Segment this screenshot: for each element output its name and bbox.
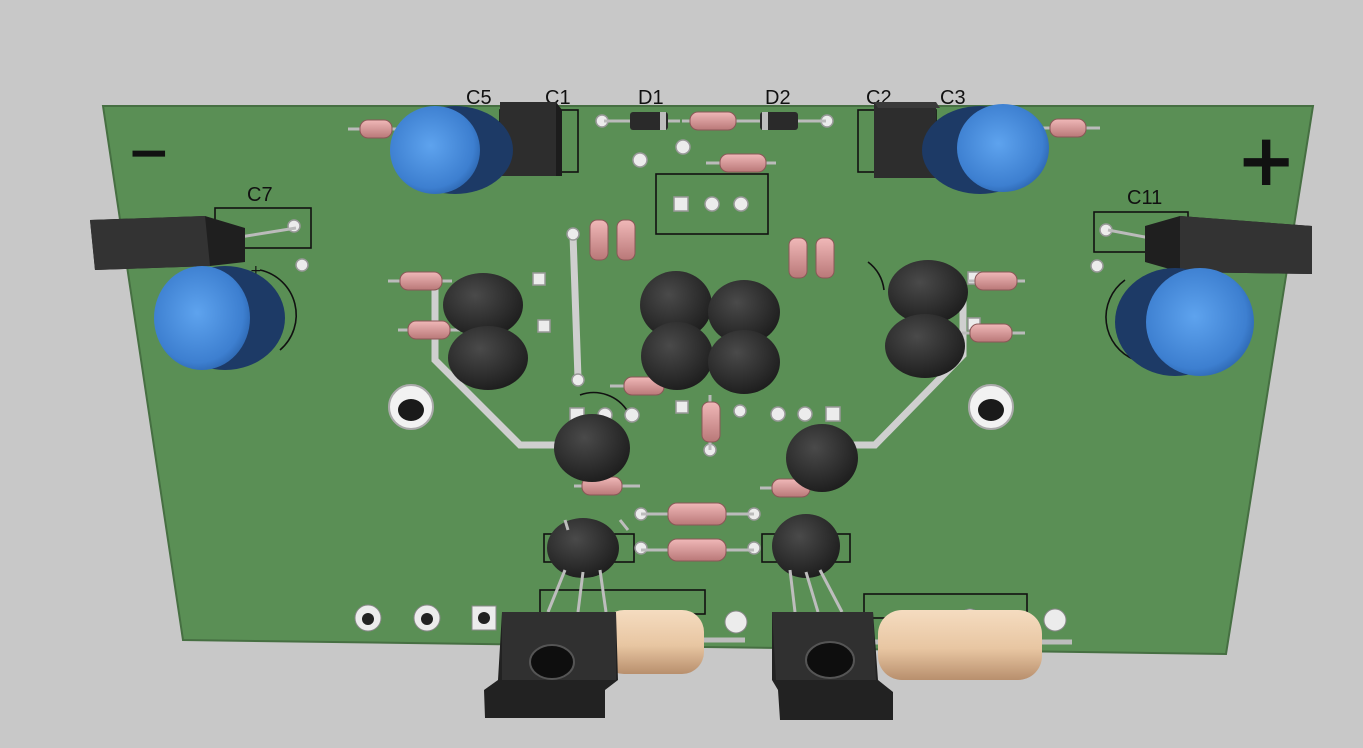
resistor-top-left xyxy=(348,119,398,139)
resistor-d1-d2 xyxy=(682,111,752,131)
label-c3: C3 xyxy=(940,87,966,109)
resistor-v2 xyxy=(616,219,636,261)
transistor-leads xyxy=(546,519,844,613)
label-c7: C7 xyxy=(247,184,273,206)
resistor-bottom-1 xyxy=(641,502,754,526)
power-resistor-right xyxy=(860,610,1072,680)
power-transistor-left xyxy=(484,612,618,718)
resistor-top-right xyxy=(1040,118,1100,138)
electrolytic-cap-c7 xyxy=(154,266,285,370)
resistor-v1 xyxy=(589,219,609,261)
resistor-v3 xyxy=(788,237,808,279)
film-cap-c11 xyxy=(1107,216,1312,274)
electrolytic-cap-c3 xyxy=(922,104,1049,194)
resistor-left-2 xyxy=(398,320,460,340)
resistor-v4 xyxy=(815,237,835,279)
minus-sign: − xyxy=(127,123,171,183)
label-c5: C5 xyxy=(466,87,492,109)
power-transistor-right xyxy=(772,612,893,720)
resistor-right-2 xyxy=(962,323,1025,343)
resistor-left-1 xyxy=(388,271,452,291)
cap-c7-polarity: + xyxy=(250,263,262,279)
resistors-small xyxy=(348,111,1100,562)
label-d1: D1 xyxy=(638,87,664,109)
resistor-right-1 xyxy=(968,271,1025,291)
diode-d1 xyxy=(604,112,680,130)
electrolytic-cap-c5 xyxy=(390,106,513,194)
resistor-mid-v xyxy=(701,395,721,450)
plus-sign: + xyxy=(1236,118,1296,202)
label-d2: D2 xyxy=(765,87,791,109)
electrolytic-cap-c11 xyxy=(1115,268,1254,376)
transistors-to92 xyxy=(443,260,968,578)
mounting-hole-left xyxy=(388,384,434,430)
resistor-center-top xyxy=(706,153,776,173)
power-resistor-left xyxy=(600,610,745,674)
film-cap-c7 xyxy=(90,216,297,270)
label-c11: C11 xyxy=(1127,187,1162,209)
resistor-bottom-2 xyxy=(641,538,754,562)
diode-d2 xyxy=(752,112,826,130)
mounting-hole-right xyxy=(968,384,1014,430)
